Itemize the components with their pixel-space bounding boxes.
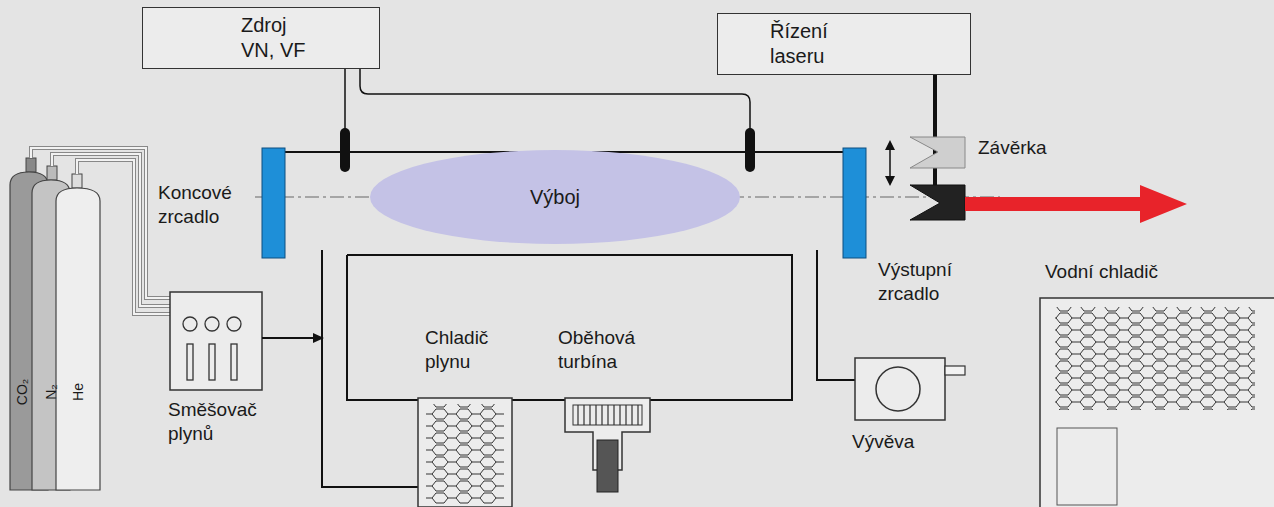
gas-label: N₂: [43, 384, 59, 400]
discharge-ellipse: Výboj: [370, 150, 740, 244]
vacuum-pump: [855, 358, 965, 420]
gas-cooler: [418, 398, 512, 507]
end-mirror: [262, 148, 285, 258]
power-supply-box: Zdroj VN, VF: [142, 7, 380, 69]
laser-beam: [965, 185, 1187, 223]
mixer-label: Směšovač plynů: [168, 398, 268, 446]
node-text: Výboj: [526, 185, 584, 210]
turbine: [565, 398, 650, 492]
output-mirror: [843, 148, 866, 258]
pump-label: Vývěva: [852, 430, 914, 454]
laser-control-box: Řízení laseru: [717, 13, 971, 75]
turbine-label: Oběhová turbína: [558, 326, 658, 374]
mirror-label: Koncové zrcadlo: [158, 181, 250, 229]
gas-label: CO₂: [14, 379, 30, 405]
node-text: Řízení laseru: [770, 19, 850, 69]
shutter-label: Závěrka: [978, 136, 1047, 160]
cooler-label: Vodní chladič: [1045, 260, 1158, 284]
node-text: Zdroj VN, VF: [241, 13, 321, 63]
gas-loop: [285, 152, 855, 487]
gas-cylinders: [10, 158, 100, 490]
cooler-label: Chladič plynu: [425, 326, 510, 374]
gas-mixer: [170, 292, 324, 390]
shutter: [885, 75, 965, 220]
gas-lines: [31, 148, 170, 314]
gas-label: He: [70, 383, 86, 401]
mirror-label: Výstupní zrcadlo: [878, 258, 978, 306]
water-cooler: [1040, 298, 1274, 507]
